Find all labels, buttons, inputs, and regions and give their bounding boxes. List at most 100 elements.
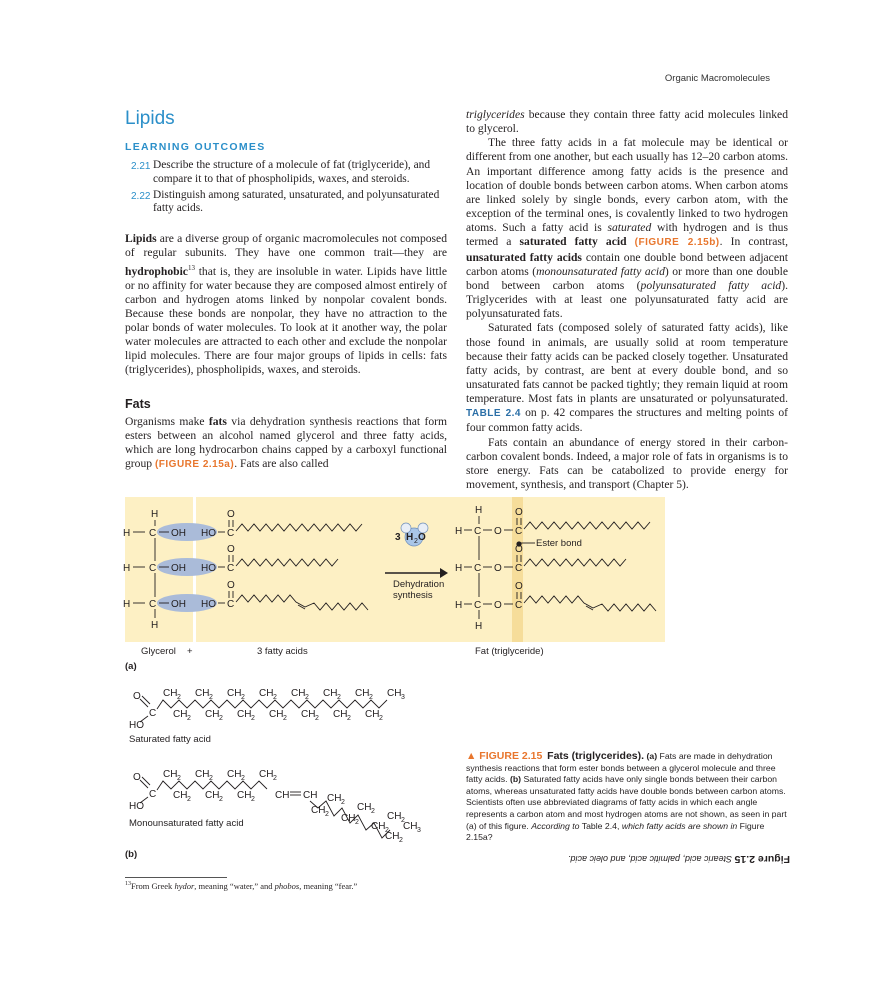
- saturated-label: Saturated fatty acid: [129, 734, 211, 745]
- subscript: 2: [177, 694, 181, 701]
- subscript: 2: [219, 796, 223, 803]
- caption-question: According to: [531, 820, 580, 831]
- atom-h: H: [475, 621, 482, 632]
- subscript: 2: [315, 715, 319, 722]
- subscript: 2: [209, 775, 213, 782]
- triglycerides-paragraph: triglycerides because they contain three…: [466, 108, 788, 136]
- subscript: 2: [251, 715, 255, 722]
- subscript: 2: [241, 775, 245, 782]
- caption-part-a: (a): [646, 751, 658, 761]
- subscript: 2: [187, 796, 191, 803]
- outcome-text: Distinguish among saturated, unsaturated…: [153, 188, 440, 215]
- footnote-marker[interactable]: 13: [187, 263, 195, 272]
- saturated-chain: [156, 699, 388, 710]
- subscript: 3: [401, 694, 405, 701]
- atom-oh: OH: [171, 528, 186, 539]
- subscript: 2: [325, 811, 329, 818]
- bond: [139, 796, 149, 804]
- atom-ch2: CH: [357, 802, 371, 813]
- atom-c: C: [515, 526, 522, 537]
- caption-question: which fatty acids are shown in: [621, 820, 738, 831]
- caption-text: Saturated fatty acids have only single b…: [466, 774, 787, 831]
- energy-paragraph: Fats contain an abundance of energy stor…: [466, 435, 788, 492]
- subscript: 2: [399, 837, 403, 844]
- saturated-chain: [523, 558, 627, 567]
- text-run: , meaning “water,” and: [194, 881, 275, 891]
- glycerol-label: Glycerol: [141, 646, 176, 657]
- lipids-intro-paragraph: Lipids are a diverse group of organic ma…: [125, 232, 447, 377]
- atom-ch2: CH: [365, 709, 379, 720]
- atom-o: O: [227, 580, 235, 591]
- reactants-panel: H H C OH H C OH H C OH H O HO C O HO: [123, 497, 468, 672]
- table-reference-link[interactable]: TABLE 2.4: [466, 408, 521, 420]
- atom-o: O: [227, 544, 235, 555]
- bond: [139, 698, 149, 708]
- part-b-label: (b): [125, 849, 137, 860]
- atom-ch2: CH: [195, 769, 209, 780]
- subscript: 2: [341, 799, 345, 806]
- atom-ch2: CH: [227, 769, 241, 780]
- text-run: because they contain three fatty acid mo…: [466, 108, 788, 136]
- atom-ch2: CH: [269, 709, 283, 720]
- subscript: 2: [337, 694, 341, 701]
- text-run: The three fatty acids in a fat molecule …: [466, 136, 788, 235]
- italic-run: monounsaturated fatty acid: [536, 264, 665, 278]
- atom-h: H: [123, 528, 130, 539]
- right-column: triglycerides because they contain three…: [466, 108, 788, 492]
- atom-ch2: CH: [259, 769, 273, 780]
- atom-o: O: [494, 526, 502, 537]
- fats-paragraph: Organisms make fats via dehydration synt…: [125, 415, 447, 473]
- subscript: 3: [417, 827, 421, 834]
- subscript: 2: [371, 808, 375, 815]
- atom-ch2: CH: [311, 805, 325, 816]
- atom-ch2: CH: [327, 793, 341, 804]
- fatty-acids-label: 3 fatty acids: [257, 646, 308, 657]
- atom-ch2: CH: [227, 688, 241, 699]
- water-subscript: 2: [414, 538, 418, 545]
- water-molecule-icon: [417, 522, 429, 534]
- term-lipids: Lipids: [125, 232, 157, 246]
- outcome-number: 2.21: [131, 161, 151, 172]
- atom-ch2: CH: [333, 709, 347, 720]
- subscript: 2: [219, 715, 223, 722]
- ester-region: [512, 497, 523, 642]
- footnote-divider: [125, 877, 227, 878]
- figure-reference-link[interactable]: (FIGURE 2.15b): [634, 237, 720, 249]
- atom-ch2: CH: [259, 688, 273, 699]
- arrowhead: [440, 568, 448, 578]
- atom-c: C: [474, 563, 481, 574]
- text-run: are a diverse group of organic macromole…: [125, 232, 447, 260]
- running-head: Organic Macromolecules: [664, 73, 770, 84]
- atom-oh: OH: [171, 599, 186, 610]
- double-bond: [585, 605, 594, 611]
- atom-oh: OH: [171, 563, 186, 574]
- atom-ch2: CH: [173, 709, 187, 720]
- product-chains-background: [523, 497, 665, 642]
- atom-ho: HO: [129, 801, 144, 812]
- atom-h: H: [151, 620, 158, 631]
- atom-ch2: CH: [341, 813, 355, 824]
- saturated-chain: [523, 521, 651, 530]
- text-run: , meaning “fear.”: [299, 881, 358, 891]
- atom-h: H: [151, 509, 158, 520]
- fatty-acids-background: [196, 497, 468, 642]
- part-a-label: (a): [125, 661, 137, 672]
- subscript: 2: [177, 775, 181, 782]
- atom-ch2: CH: [387, 811, 401, 822]
- figure-reference-link[interactable]: (FIGURE 2.15a): [154, 459, 235, 471]
- monounsaturated-label: Monounsaturated fatty acid: [129, 818, 244, 829]
- atom-h: H: [475, 505, 482, 516]
- text-run: . Fats are also called: [234, 457, 329, 471]
- bond: [141, 695, 151, 705]
- atom-c: C: [149, 528, 156, 539]
- upside-down-answer: Figure 2.15 Stearic acid, palmitic acid,…: [540, 853, 790, 865]
- atom-o: O: [515, 507, 523, 518]
- saturated-fats-paragraph: Saturated fats (composed solely of satur…: [466, 321, 788, 435]
- subscript: 2: [385, 827, 389, 834]
- atom-o: O: [515, 544, 523, 555]
- atom-ch3: CH: [387, 688, 401, 699]
- atom-ho: HO: [201, 563, 216, 574]
- subscript: 2: [401, 817, 405, 824]
- atom-ch2: CH: [205, 709, 219, 720]
